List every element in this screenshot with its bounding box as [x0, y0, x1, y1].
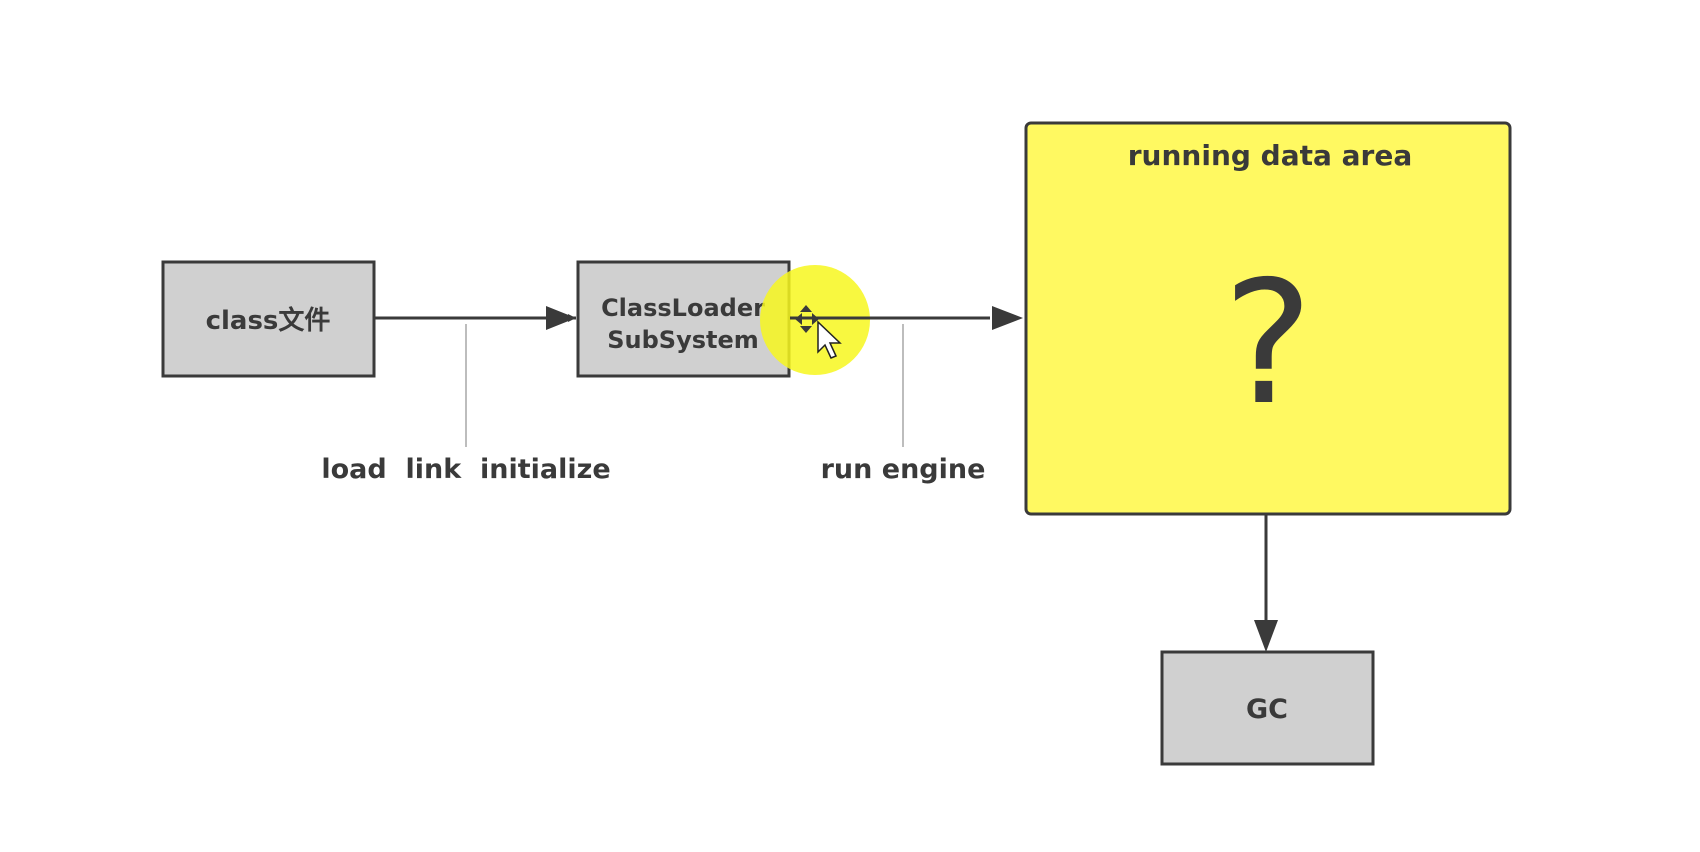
arrowhead-icon: [992, 306, 1023, 330]
class-file-box[interactable]: [161, 260, 376, 378]
arrowhead-icon: [1254, 620, 1278, 652]
run-engine-label: run engine: [821, 454, 986, 485]
running-data-area-title: running data area: [1128, 139, 1412, 172]
question-mark-icon: ?: [1223, 245, 1313, 443]
node-class-file[interactable]: class文件: [161, 260, 376, 378]
node-classloader-subsystem[interactable]: ClassLoader SubSystem: [576, 260, 791, 378]
running-data-area-box[interactable]: [1024, 121, 1512, 516]
classloader-label-line1: ClassLoader: [601, 294, 765, 322]
classloader-label-line2: SubSystem: [607, 326, 759, 354]
gc-box[interactable]: [1160, 650, 1375, 766]
mouse-cursor-icon: [795, 305, 842, 359]
node-running-data-area[interactable]: running data area ?: [1024, 121, 1512, 516]
node-gc[interactable]: GC: [1160, 650, 1375, 766]
class-file-label: class文件: [206, 305, 331, 336]
load-link-initialize-label: load link initialize: [321, 454, 610, 485]
gc-label: GC: [1246, 694, 1288, 725]
classloader-box[interactable]: [576, 260, 791, 378]
arrowhead-icon: [546, 306, 576, 330]
